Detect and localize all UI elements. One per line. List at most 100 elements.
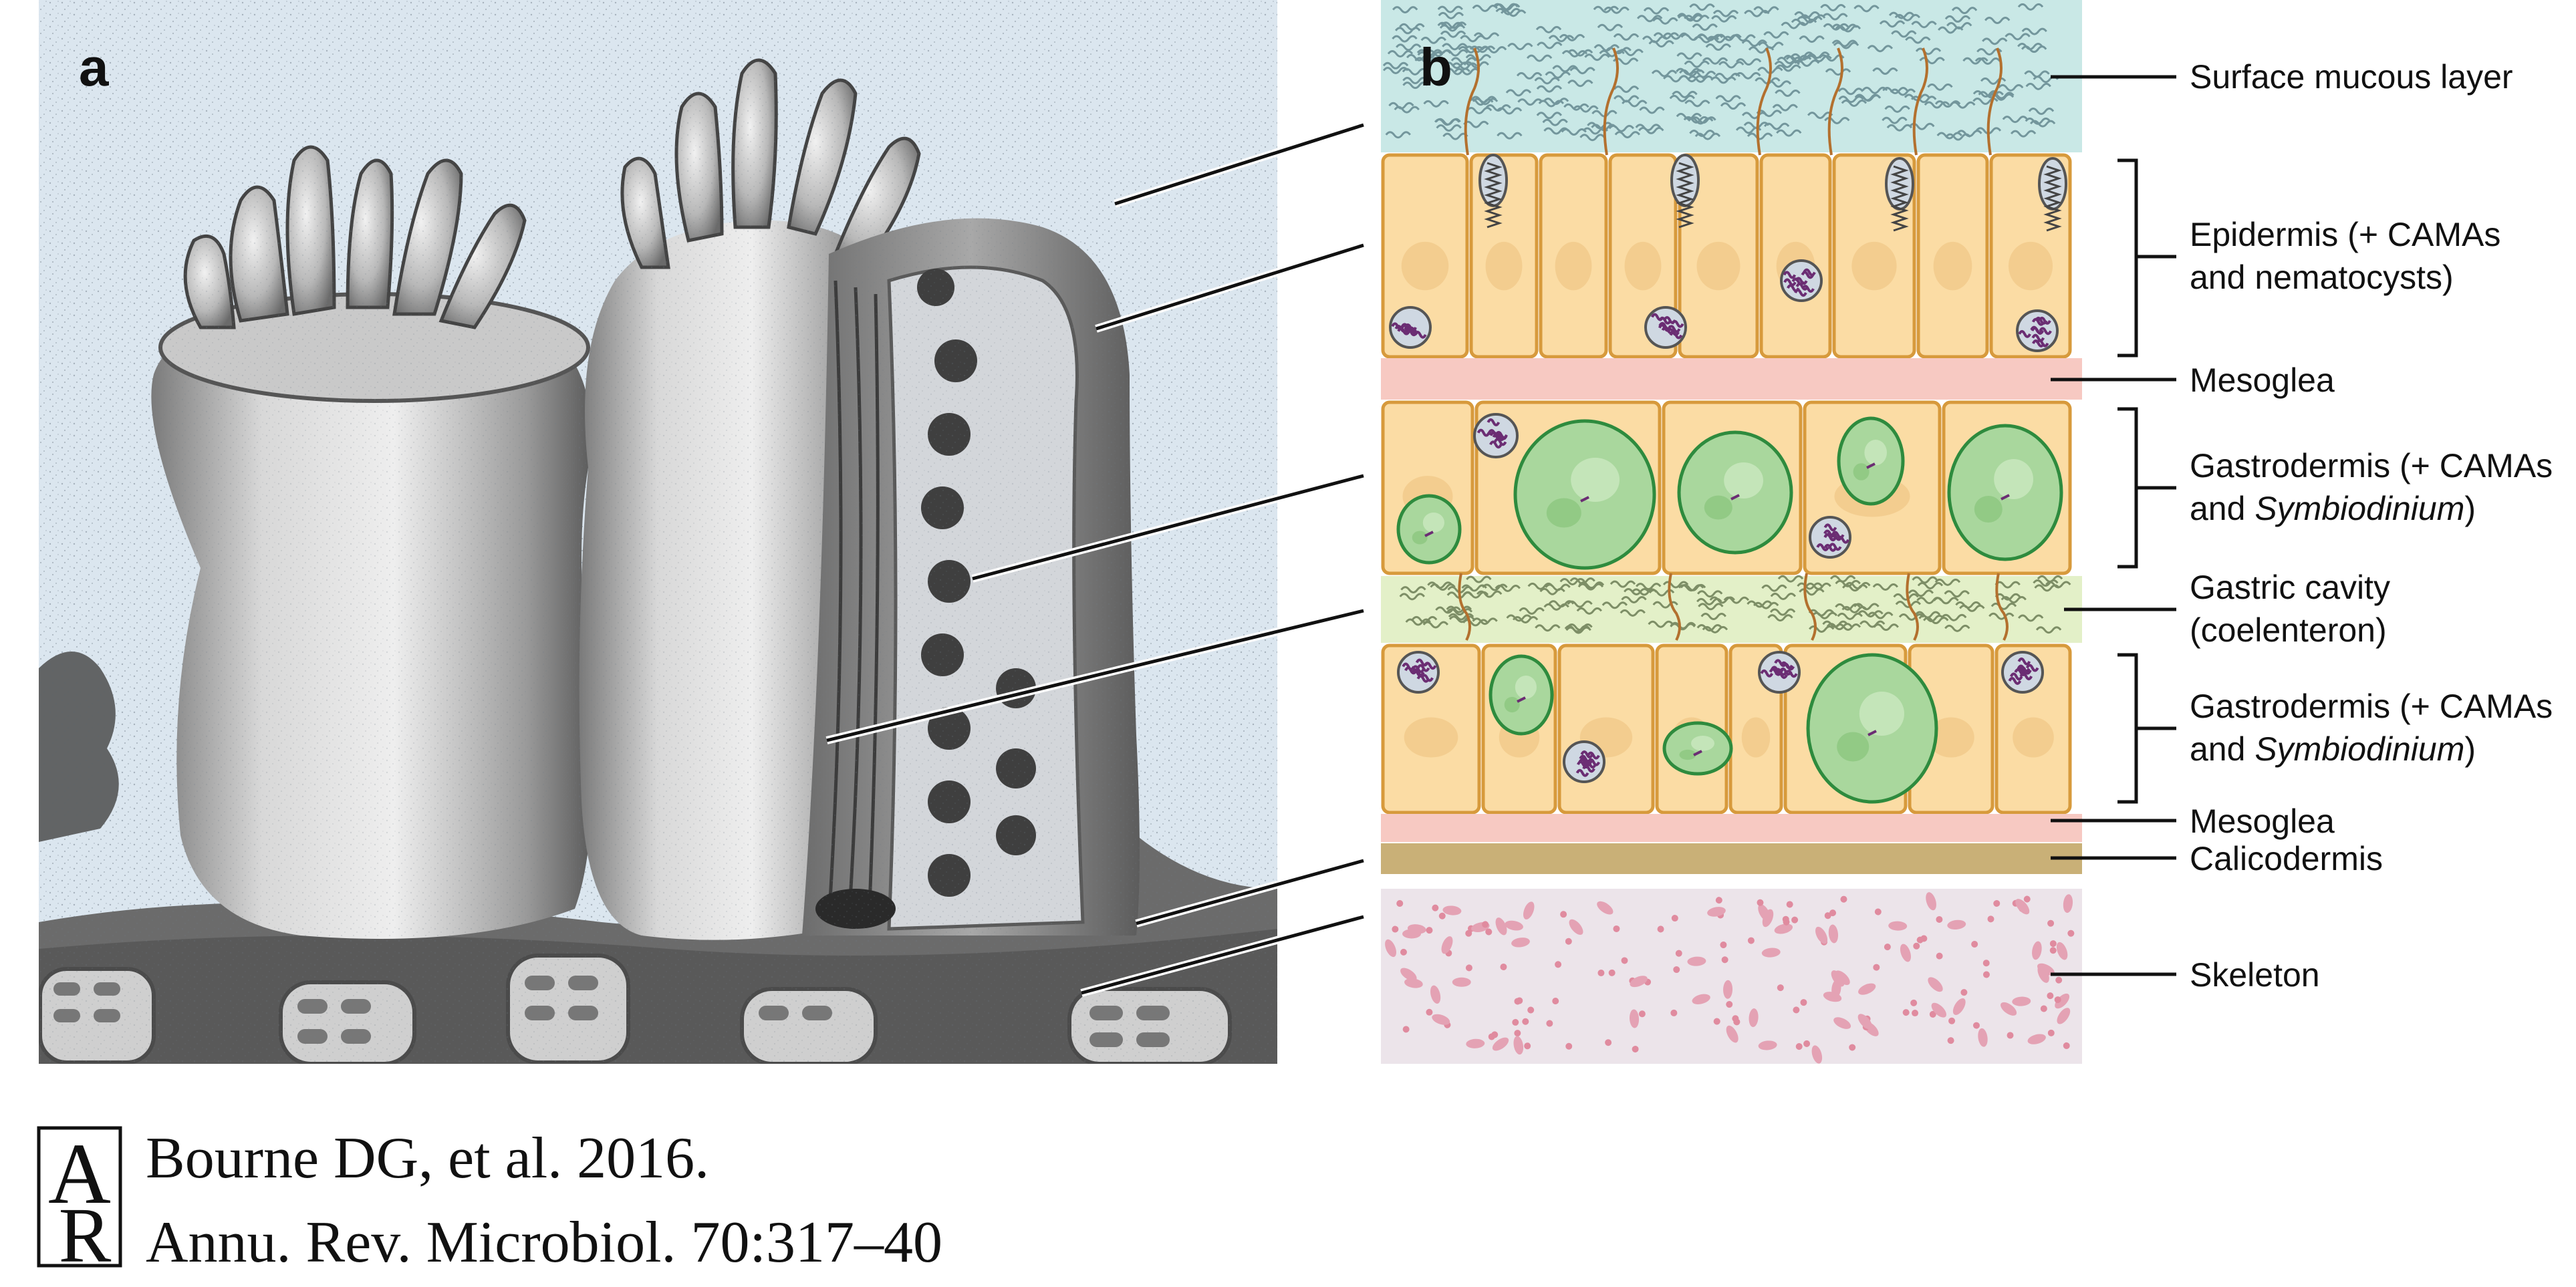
mucus-squiggle bbox=[1891, 30, 1917, 38]
mucus-squiggle bbox=[1857, 610, 1884, 618]
mucus-squiggle bbox=[1777, 575, 1804, 583]
mucus-squiggle bbox=[1944, 624, 1970, 632]
mucus-squiggle bbox=[1472, 5, 1498, 12]
mucus-squiggle bbox=[1539, 587, 1565, 595]
mucus-squiggle bbox=[1652, 601, 1678, 609]
mucus-squiggle bbox=[1838, 96, 1864, 104]
calicodermis bbox=[1381, 843, 2082, 874]
mucus-squiggle bbox=[1444, 61, 1470, 69]
mucus-squiggle bbox=[1631, 588, 1658, 596]
mucus-squiggle bbox=[1822, 13, 1848, 21]
mucus-squiggle bbox=[1672, 90, 1698, 98]
mucus-squiggle bbox=[1463, 61, 1489, 69]
mucus-squiggle bbox=[1662, 581, 1689, 589]
mucus-squiggle bbox=[1670, 623, 1696, 631]
mucus-squiggle bbox=[1506, 614, 1532, 622]
mucus-squiggle bbox=[1552, 65, 1578, 73]
mucus-squiggle bbox=[1648, 620, 1674, 628]
mucus-squiggle bbox=[1420, 36, 1446, 44]
citation-block: A R Bourne DG, et al. 2016. Annu. Rev. M… bbox=[37, 1126, 942, 1279]
mucus-squiggle bbox=[1394, 27, 1421, 35]
label-gastrodermis-upper-line-1: Gastrodermis (+ CAMAs bbox=[2190, 447, 2553, 484]
mucus-squiggle bbox=[1988, 92, 2015, 100]
mucus-squiggle bbox=[1535, 25, 1562, 33]
mucus-squiggle bbox=[1689, 3, 1715, 11]
mucus-squiggle bbox=[2024, 70, 2050, 78]
mucus-squiggle bbox=[1460, 35, 1486, 43]
mucus-squiggle bbox=[1639, 106, 1665, 114]
label-gastric-cavity-line-2: (coelenteron) bbox=[2190, 611, 2387, 649]
ar-logo-letter-a: A bbox=[48, 1126, 111, 1222]
mucus-squiggle bbox=[1387, 50, 1414, 57]
mucus-squiggle bbox=[1744, 9, 1770, 17]
mucus-squiggle bbox=[1543, 98, 1569, 106]
mucus-squiggle bbox=[1564, 625, 1591, 633]
mucus-squiggle bbox=[1761, 584, 1787, 592]
mucus-squiggle bbox=[1536, 85, 1563, 93]
mucus-squiggle bbox=[1705, 43, 1732, 51]
mucus-squiggle bbox=[1908, 589, 1934, 597]
mucus-squiggle bbox=[1763, 31, 1789, 39]
mucus-squiggle bbox=[1882, 116, 1908, 124]
mucus-squiggle bbox=[1567, 80, 1593, 88]
mucus-squiggle bbox=[1696, 624, 1723, 632]
label-epidermis-line-2: and nematocysts) bbox=[2190, 259, 2454, 296]
mucus-squiggle bbox=[1861, 86, 1888, 94]
mucus-squiggle bbox=[1472, 98, 1499, 106]
mucus-squiggle bbox=[1715, 95, 1741, 103]
mucus-squiggle bbox=[1886, 124, 1913, 132]
mucus-squiggle bbox=[1382, 61, 1409, 69]
cell-nucleus bbox=[1696, 241, 1741, 291]
mucus-squiggle bbox=[1835, 623, 1861, 631]
mucus-squiggle bbox=[2017, 614, 2044, 622]
mucus-squiggle bbox=[2002, 116, 2029, 124]
mucus-squiggle bbox=[2034, 584, 2060, 592]
mucus-squiggle bbox=[1700, 613, 1726, 621]
cell-nucleus bbox=[1401, 241, 1449, 291]
leader-lines-a bbox=[826, 123, 1364, 995]
mucus-squiggle bbox=[1573, 105, 1599, 113]
mucus-squiggle bbox=[1741, 39, 1768, 47]
mucus-squiggle bbox=[1597, 23, 1624, 31]
mucus-squiggle bbox=[1382, 67, 1409, 74]
mucus-squiggle bbox=[1480, 46, 1507, 53]
gastrodermis-lower bbox=[1381, 644, 2072, 815]
mucus-squiggle bbox=[1505, 89, 1532, 97]
mucus-squiggle bbox=[1974, 57, 2001, 65]
mucus-squiggle bbox=[1735, 58, 1762, 66]
panel-label-b: b bbox=[1420, 37, 1452, 97]
mucus-squiggle bbox=[1652, 17, 1678, 25]
mucus-squiggle bbox=[1466, 575, 1492, 583]
mucus-squiggle bbox=[1423, 100, 1449, 108]
mucus-squiggle bbox=[1692, 23, 1718, 31]
label-gastrodermis-lower-line-1: Gastrodermis (+ CAMAs bbox=[2190, 688, 2553, 725]
panel-label-a: a bbox=[79, 37, 109, 97]
mucus-squiggle bbox=[1831, 39, 1858, 47]
mucus-squiggle bbox=[1563, 103, 1589, 111]
mucus-squiggle bbox=[1777, 57, 1803, 65]
mucus-squiggle bbox=[1601, 601, 1628, 609]
mucus-squiggle bbox=[1613, 33, 1640, 41]
mucus-squiggle bbox=[1427, 581, 1453, 589]
mucus-squiggle bbox=[1917, 581, 1944, 589]
mucus-squiggle bbox=[1400, 586, 1426, 594]
mucus-squiggle bbox=[1806, 55, 1832, 63]
mucus-squiggle bbox=[1497, 132, 1523, 140]
mucus-squiggle bbox=[1542, 118, 1568, 126]
mucus-squiggle bbox=[1894, 13, 1921, 21]
mucus-squiggle bbox=[2017, 43, 2043, 50]
mucus-squiggle bbox=[1867, 611, 1894, 619]
mucus-squiggle bbox=[1809, 625, 1835, 633]
mucus-squiggle bbox=[1684, 60, 1710, 68]
mucus-squiggle bbox=[1690, 116, 1716, 124]
label-surface-mucous-layer-line-1: Surface mucous layer bbox=[2190, 58, 2513, 96]
mucus-squiggle bbox=[1399, 593, 1425, 601]
mucus-squiggle bbox=[2010, 130, 2037, 138]
mucus-squiggle bbox=[1669, 94, 1696, 102]
mucus-squiggle bbox=[1603, 6, 1630, 14]
mucus-squiggle bbox=[1835, 603, 1861, 611]
mucus-squiggle bbox=[1561, 49, 1588, 57]
mucus-squiggle bbox=[1781, 21, 1807, 29]
mucus-squiggle bbox=[1934, 578, 1961, 586]
mucus-squiggle bbox=[1636, 583, 1662, 591]
